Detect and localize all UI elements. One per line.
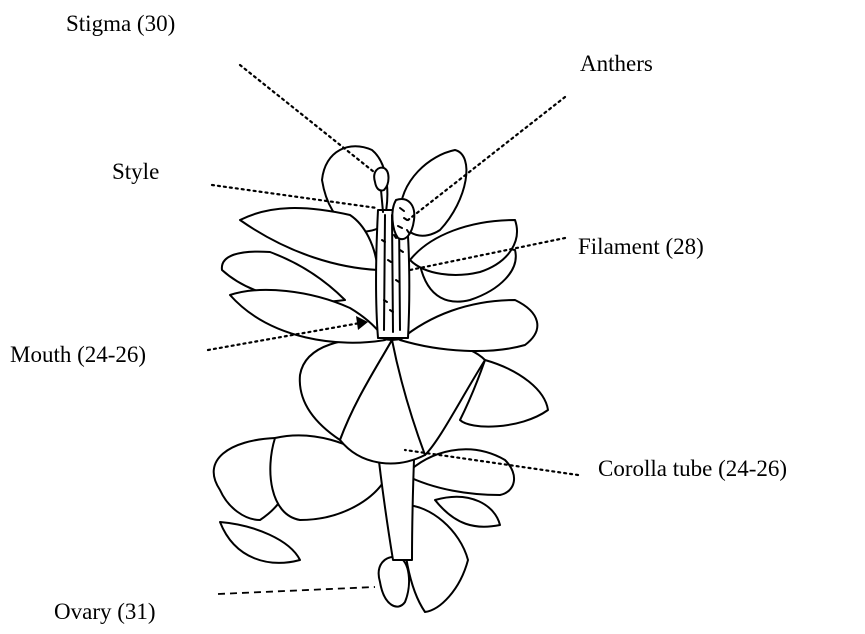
label-style: Style <box>112 160 159 183</box>
label-mouth: Mouth (24-26) <box>10 343 146 366</box>
anthers-shape <box>392 199 414 239</box>
ovary-shape <box>379 557 409 607</box>
label-filament: Filament (28) <box>578 235 704 258</box>
label-anthers: Anthers <box>580 52 653 75</box>
back-petals <box>222 146 517 301</box>
label-corolla-tube: Corolla tube (24-26) <box>598 457 787 480</box>
label-ovary: Ovary (31) <box>54 600 156 623</box>
lower-leaves <box>214 435 514 612</box>
label-stigma: Stigma (30) <box>66 12 175 35</box>
